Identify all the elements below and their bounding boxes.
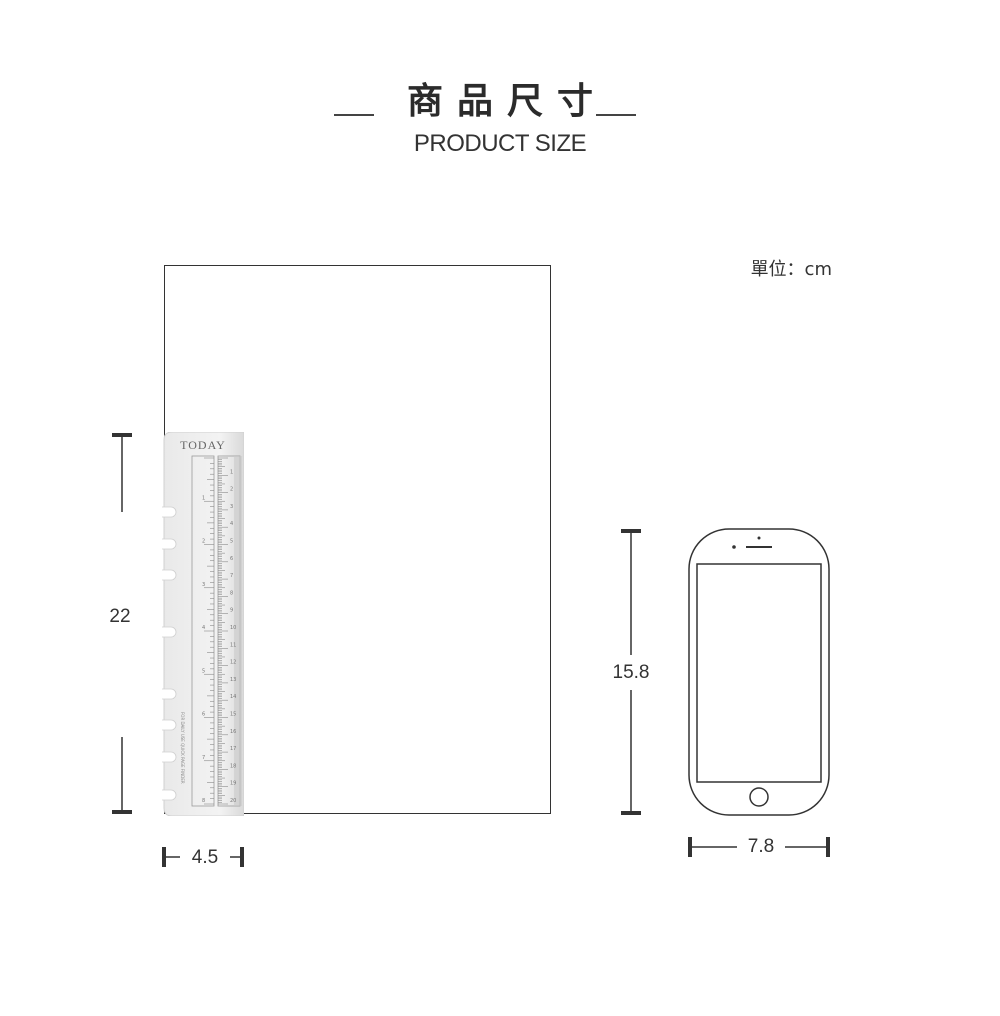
ruler-width-indicator xyxy=(162,847,244,867)
binder-hole-7 xyxy=(162,751,177,763)
ruler-footnote: FOR DAILY USE QUICK PAGE FINDER xyxy=(180,712,185,784)
cm-tick-label: 13 xyxy=(230,677,236,683)
cm-tick-label: 19 xyxy=(230,781,236,787)
page-height-label: 22 xyxy=(109,606,131,627)
phone-camera-icon xyxy=(732,545,736,549)
inch-tick-label: 4 xyxy=(202,625,205,631)
binder-hole-8 xyxy=(162,789,177,801)
inch-tick-label: 6 xyxy=(202,712,205,718)
cm-tick-label: 18 xyxy=(230,763,236,769)
inch-tick-label: 8 xyxy=(202,798,205,804)
phone-height-indicator xyxy=(621,529,641,815)
cm-tick-label: 2 xyxy=(230,487,233,493)
phone-illustration xyxy=(688,528,830,816)
phone-screen xyxy=(696,563,822,783)
binder-hole-2 xyxy=(162,538,177,550)
cm-tick-label: 12 xyxy=(230,660,236,666)
cm-tick-label: 14 xyxy=(230,694,236,700)
phone-width-label: 7.8 xyxy=(737,836,785,858)
cm-tick-label: 4 xyxy=(230,521,233,527)
cm-tick-label: 8 xyxy=(230,590,233,596)
inch-tick-label: 1 xyxy=(202,495,205,501)
phone-sensor-icon xyxy=(757,536,761,540)
cm-tick-label: 9 xyxy=(230,608,233,614)
phone-home-button-icon xyxy=(749,787,769,807)
binder-hole-5 xyxy=(162,688,177,700)
cm-tick-label: 16 xyxy=(230,729,236,735)
binder-hole-1 xyxy=(162,506,177,518)
ruler-inch-ticks: 1 2 3 4 5 6 7 8 xyxy=(202,457,214,805)
cm-tick-label: 6 xyxy=(230,556,233,562)
cm-tick-label: 7 xyxy=(230,573,233,579)
unit-label: 單位：cm xyxy=(750,259,832,280)
phone-body xyxy=(688,528,830,816)
ruler-width-label: 4.5 xyxy=(182,847,228,869)
title-dash-left xyxy=(334,114,374,116)
cm-tick-label: 15 xyxy=(230,712,236,718)
binder-hole-3 xyxy=(162,569,177,581)
title-row: 商品尺寸 xyxy=(0,72,1000,132)
cm-tick-label: 11 xyxy=(230,642,236,648)
title-dash-right xyxy=(596,114,636,116)
ruler-edge-shade xyxy=(234,456,242,806)
ruler-title: TODAY xyxy=(180,438,226,452)
inch-tick-label: 3 xyxy=(202,582,205,588)
cm-tick-label: 17 xyxy=(230,746,236,752)
binder-hole-6 xyxy=(162,719,177,731)
title-chinese: 商品尺寸 xyxy=(406,81,607,122)
inch-tick-label: 5 xyxy=(202,668,205,674)
phone-height-label: 15.8 xyxy=(612,662,650,683)
title-english: PRODUCT SIZE xyxy=(413,130,587,157)
cm-tick-label: 3 xyxy=(230,504,233,510)
cm-tick-label: 1 xyxy=(230,469,233,475)
cm-tick-label: 5 xyxy=(230,539,233,545)
inch-tick-label: 7 xyxy=(202,755,205,761)
phone-width-indicator xyxy=(688,837,830,857)
binder-hole-4 xyxy=(162,626,177,638)
cm-tick-label: 10 xyxy=(230,625,236,631)
inch-tick-label: 2 xyxy=(202,539,205,545)
page-height-indicator xyxy=(112,433,132,814)
cm-tick-label: 20 xyxy=(230,798,236,804)
ruler-binder-holes xyxy=(162,506,177,801)
